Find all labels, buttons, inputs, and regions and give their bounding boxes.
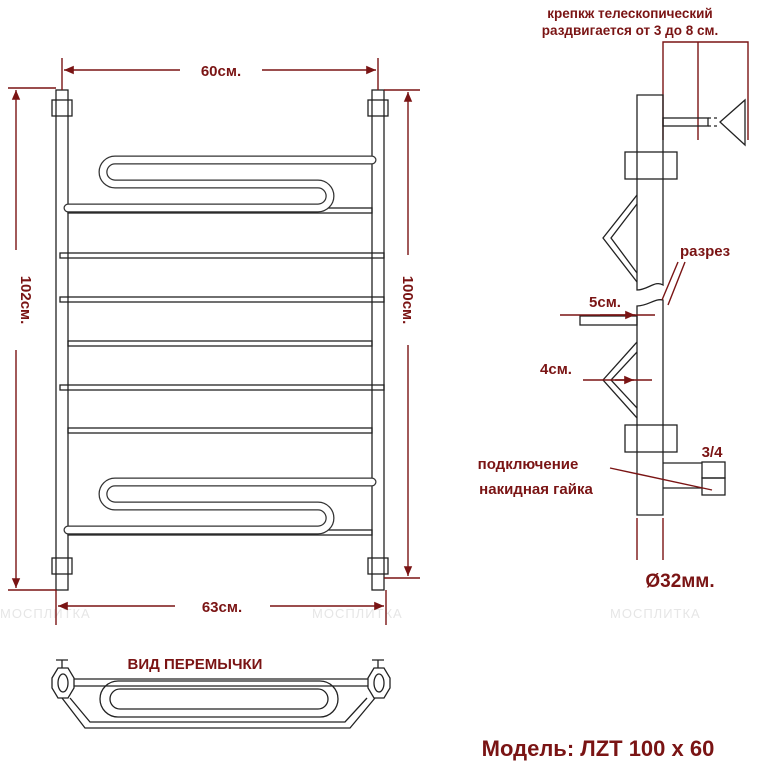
upper-loop-side (602, 194, 638, 283)
thread-size-label: 3/4 (702, 444, 724, 461)
svg-text:МОСПЛИТКА: МОСПЛИТКА (0, 606, 91, 621)
connection-line1: подключение (478, 456, 579, 473)
top-s-loop (63, 155, 377, 213)
nut-top-left (51, 99, 73, 117)
right-post (371, 89, 385, 591)
offset-5-label: 5см. (589, 294, 621, 311)
side-post-lower (636, 299, 664, 516)
side-view: крепкж телескопический раздвигается от 3… (478, 6, 749, 592)
offset-4-label: 4см. (540, 361, 572, 378)
left-post (55, 89, 69, 591)
height-right-label: 100см. (399, 276, 416, 325)
telescopic-bracket (662, 98, 746, 147)
height-left-label: 102см. (17, 276, 34, 325)
bracket-note-line2: раздвигается от 3 до 8 см. (542, 23, 718, 38)
bracket-note-line1: крепкж телескопический (547, 6, 712, 21)
top-view: ВИД ПЕРЕМЫЧКИ (51, 656, 391, 729)
side-nut-bottom (624, 424, 678, 453)
nut-top-right (367, 99, 389, 117)
diameter-label: Ø32мм. (645, 571, 714, 592)
width-top-label: 60см. (201, 63, 241, 80)
front-view: 60см. 63см. 102см. 100см. (8, 58, 420, 625)
crossbar-side (579, 315, 638, 326)
side-post-upper (636, 94, 664, 291)
connection-line2: накидная гайка (479, 481, 593, 498)
svg-text:МОСПЛИТКА: МОСПЛИТКА (610, 606, 701, 621)
section-label: разрез (680, 243, 730, 260)
connection-fitting (663, 461, 726, 496)
nut-bottom-left (51, 557, 73, 575)
crossbars (59, 207, 385, 536)
watermark: МОСПЛИТКА МОСПЛИТКА МОСПЛИТКА (0, 606, 701, 621)
bottom-s-loop (63, 477, 377, 535)
width-bottom-label: 63см. (202, 599, 242, 616)
top-view-label: ВИД ПЕРЕМЫЧКИ (128, 656, 263, 673)
nut-bottom-right (367, 557, 389, 575)
model-label: Модель: ЛZT 100 x 60 (482, 736, 715, 761)
side-nut-top (624, 151, 678, 180)
svg-text:МОСПЛИТКА: МОСПЛИТКА (312, 606, 403, 621)
